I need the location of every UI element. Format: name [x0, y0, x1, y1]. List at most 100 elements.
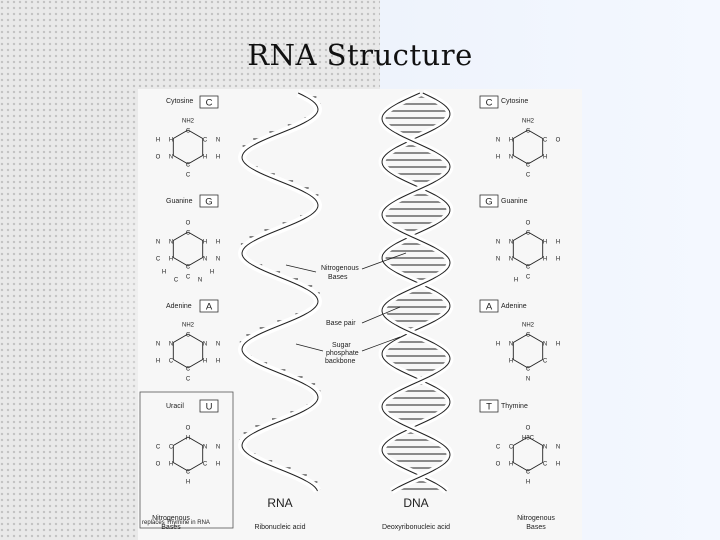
ring-bond — [528, 334, 543, 343]
atom-label: O — [526, 221, 531, 227]
cytosine-name: Cytosine — [166, 98, 193, 105]
atom-label: H — [186, 436, 190, 442]
rna-subtitle: Ribonucleic acid — [255, 524, 306, 531]
atom-label: H — [509, 462, 513, 468]
atom-label: N — [509, 155, 513, 161]
guanine-name: Guanine — [166, 198, 193, 205]
atom-label: N — [526, 377, 530, 383]
sugar-label-line1: Sugar — [332, 342, 351, 349]
slide-title: RNA Structure — [0, 38, 720, 72]
ring-bond — [528, 232, 543, 241]
nitrogenous-bases-label-line1: Nitrogenous — [321, 265, 359, 272]
atom-label: C — [169, 445, 174, 451]
rna-backbone-fill — [242, 93, 318, 491]
atom-label: C — [186, 231, 191, 237]
atom-label: H — [203, 359, 207, 365]
atom-label: H — [186, 480, 190, 486]
atom-label: O — [186, 426, 191, 432]
atom-label: C — [156, 257, 161, 263]
atom-label: C — [526, 129, 531, 135]
ring-bond — [188, 463, 203, 472]
ring-bond — [188, 232, 203, 241]
pointer-line-backbone — [296, 344, 323, 351]
atom-label: N — [216, 342, 220, 348]
atom-label: H — [156, 138, 160, 144]
atom-label: N — [496, 240, 500, 246]
atom-label: H — [509, 359, 513, 365]
atom-label: C — [526, 470, 531, 476]
ring-bond — [528, 463, 543, 472]
atom-label: H — [203, 240, 207, 246]
uracil-frame — [140, 392, 233, 528]
atom-label: N — [509, 240, 513, 246]
bottom-right-label-line1: Nitrogenous — [517, 515, 555, 522]
right-cytosine-molecule: NH2CHCNHCCNOH — [496, 119, 561, 179]
atom-label: C — [543, 462, 548, 468]
atom-label: H — [169, 138, 173, 144]
atom-label: C — [186, 163, 191, 169]
bottom-right-label-line2: Bases — [526, 524, 546, 531]
atom-label: H — [216, 240, 220, 246]
atom-label: N — [169, 342, 173, 348]
atom-label: C — [186, 377, 191, 383]
helices — [240, 93, 451, 491]
atom-label: C — [526, 173, 531, 179]
bottom-left-label-line1: Nitrogenous — [152, 515, 190, 522]
right-adenine-molecule: NH2CNNHCCNHH — [496, 323, 560, 383]
atom-label: C — [169, 359, 174, 365]
uracil-letter: U — [206, 402, 213, 413]
atom-label: N — [156, 342, 160, 348]
adenine-letter: A — [206, 302, 213, 313]
atom-label: H — [156, 359, 160, 365]
atom-label: H — [543, 240, 547, 246]
atom-label: O — [156, 155, 161, 161]
atom-label: H — [556, 342, 560, 348]
atom-label: H — [509, 138, 513, 144]
atom-label: H — [169, 257, 173, 263]
atom-label: C — [496, 445, 501, 451]
atom-label: C — [186, 129, 191, 135]
atom-label: N — [216, 257, 220, 263]
atom-label: N — [203, 257, 207, 263]
ring-bond — [188, 360, 203, 369]
right-adenine-name: Adenine — [501, 303, 527, 310]
atom-label: C — [543, 138, 548, 144]
atom-label: N — [509, 342, 513, 348]
atom-label: C — [156, 445, 161, 451]
atom-label: C — [526, 231, 531, 237]
atom-label: C — [186, 367, 191, 373]
atom-label: H — [216, 359, 220, 365]
atom-label: H — [216, 462, 220, 468]
ring-bond — [188, 258, 203, 267]
atom-label: H — [556, 257, 560, 263]
sugar-label-line2: phosphate — [326, 350, 359, 357]
guanine-letter: G — [205, 197, 212, 208]
atom-label: N — [496, 138, 500, 144]
left-uracil: Uracil U OHCNHCCHCNOH replaces Thymine i… — [140, 392, 233, 528]
atom-label: H3C — [522, 436, 535, 442]
nitrogenous-bases-label-line2: Bases — [328, 274, 348, 281]
ring-bond — [528, 156, 543, 165]
atom-label: C — [186, 275, 191, 281]
atom-label: C — [174, 278, 179, 284]
atom-label: C — [526, 163, 531, 169]
atom-label: C — [526, 367, 531, 373]
atom-label: O — [156, 462, 161, 468]
atom-label: O — [526, 426, 531, 432]
base-pair-label: Base pair — [326, 320, 356, 327]
dna-title: DNA — [403, 496, 428, 510]
right-guanine-letter: G — [485, 197, 492, 208]
atom-label: N — [198, 278, 202, 284]
atom-label: O — [556, 138, 561, 144]
right-cytosine-name: Cytosine — [501, 98, 528, 105]
atom-label: O — [186, 221, 191, 227]
thymine-molecule: OH3CCNHCCHCNOH — [496, 426, 561, 486]
ring-bond — [528, 360, 543, 369]
